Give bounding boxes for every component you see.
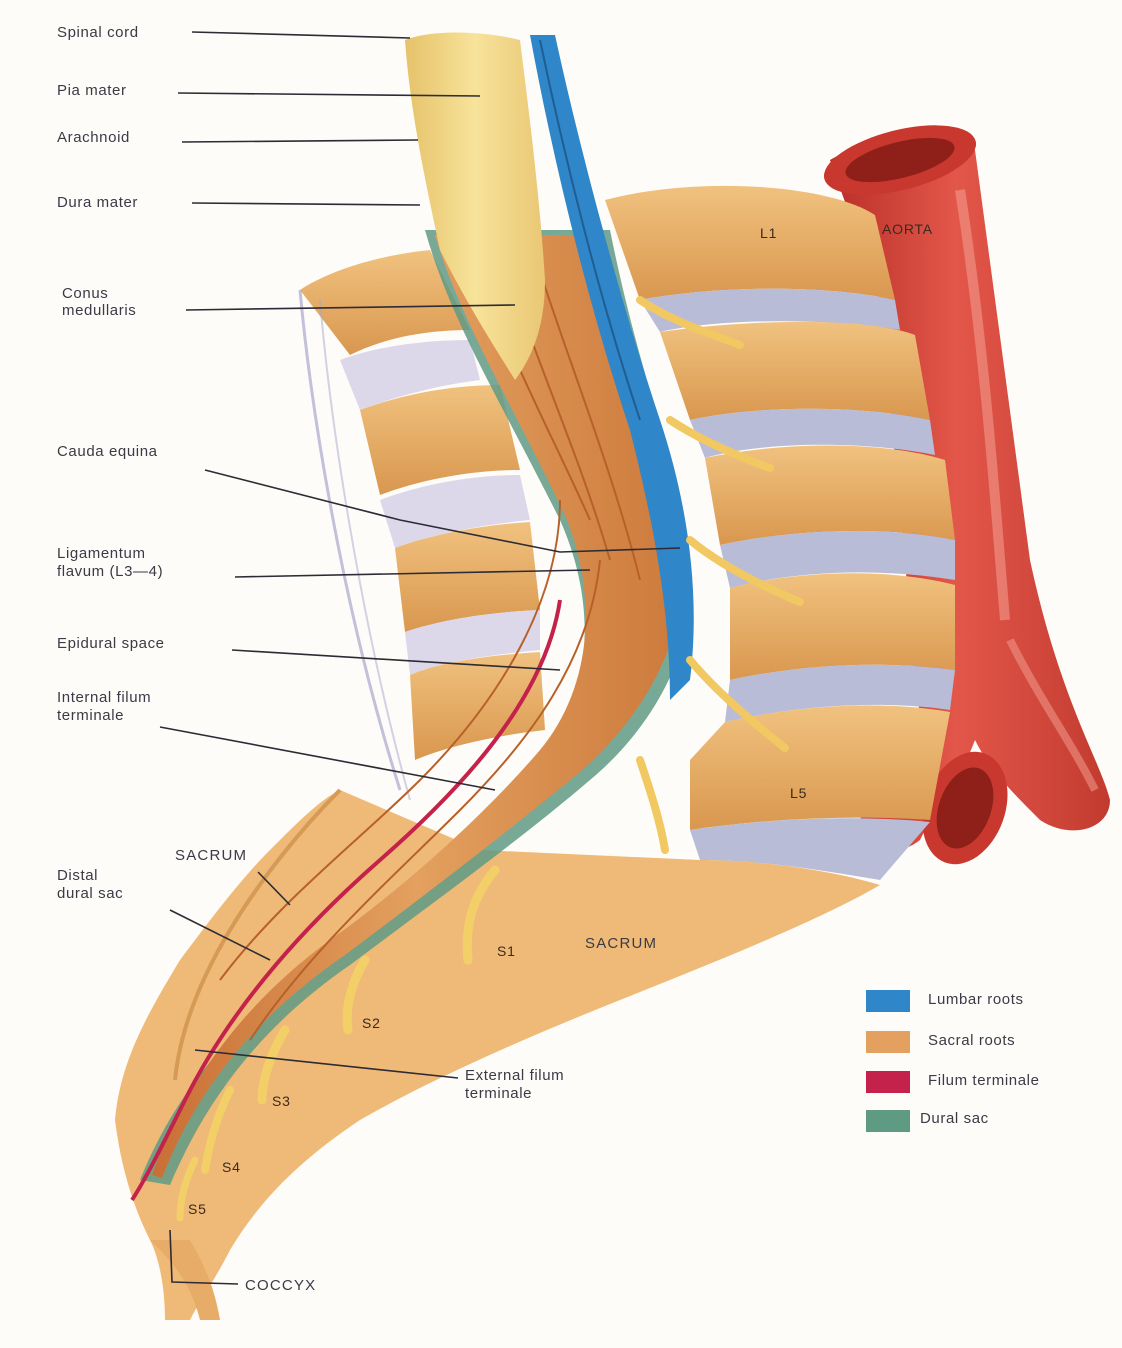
legend-label-filum-terminale: Filum terminale (928, 1072, 1040, 1089)
legend-swatch-dural-sac (866, 1110, 910, 1132)
label-s2: S2 (362, 1015, 381, 1031)
label-l5: L5 (790, 785, 807, 801)
legend-label-sacral-roots: Sacral roots (928, 1032, 1015, 1049)
label-internal-filum-line2: terminale (57, 707, 124, 724)
label-distal-dural-sac-line2: dural sac (57, 885, 123, 902)
label-epidural-space: Epidural space (57, 635, 165, 652)
label-conus-medullaris-line2: medullaris (62, 302, 136, 319)
label-conus-medullaris-line1: Conus (62, 285, 108, 302)
vertebral-body-l5 (690, 705, 950, 830)
label-coccyx: COCCYX (245, 1277, 316, 1294)
vertebral-body-l2 (660, 322, 930, 420)
legend-label-lumbar-roots: Lumbar roots (928, 991, 1024, 1008)
label-internal-filum-line1: Internal filum (57, 689, 151, 706)
label-distal-dural-sac-line1: Distal (57, 867, 98, 884)
label-spinal-cord: Spinal cord (57, 24, 139, 41)
label-l1: L1 (760, 225, 777, 241)
label-external-filum-line2: terminale (465, 1085, 532, 1102)
label-pia-mater: Pia mater (57, 82, 127, 99)
label-aorta: AORTA (882, 221, 933, 237)
legend-swatch-lumbar-roots (866, 990, 910, 1012)
label-sacrum-lower: SACRUM (585, 935, 657, 952)
label-s3: S3 (272, 1093, 291, 1109)
label-external-filum-line1: External filum (465, 1067, 564, 1084)
label-cauda-equina: Cauda equina (57, 443, 158, 460)
label-s5: S5 (188, 1201, 207, 1217)
label-s1: S1 (497, 943, 516, 959)
legend-swatch-sacral-roots (866, 1031, 910, 1053)
label-dura-mater: Dura mater (57, 194, 138, 211)
legend-swatch-filum-terminale (866, 1071, 910, 1093)
label-s4: S4 (222, 1159, 241, 1175)
label-arachnoid: Arachnoid (57, 129, 130, 146)
label-ligamentum-flavum-line2: flavum (L3—4) (57, 563, 163, 580)
legend-label-dural-sac: Dural sac (920, 1110, 989, 1127)
label-sacrum-upper: SACRUM (175, 847, 247, 864)
label-ligamentum-flavum-line1: Ligamentum (57, 545, 146, 562)
